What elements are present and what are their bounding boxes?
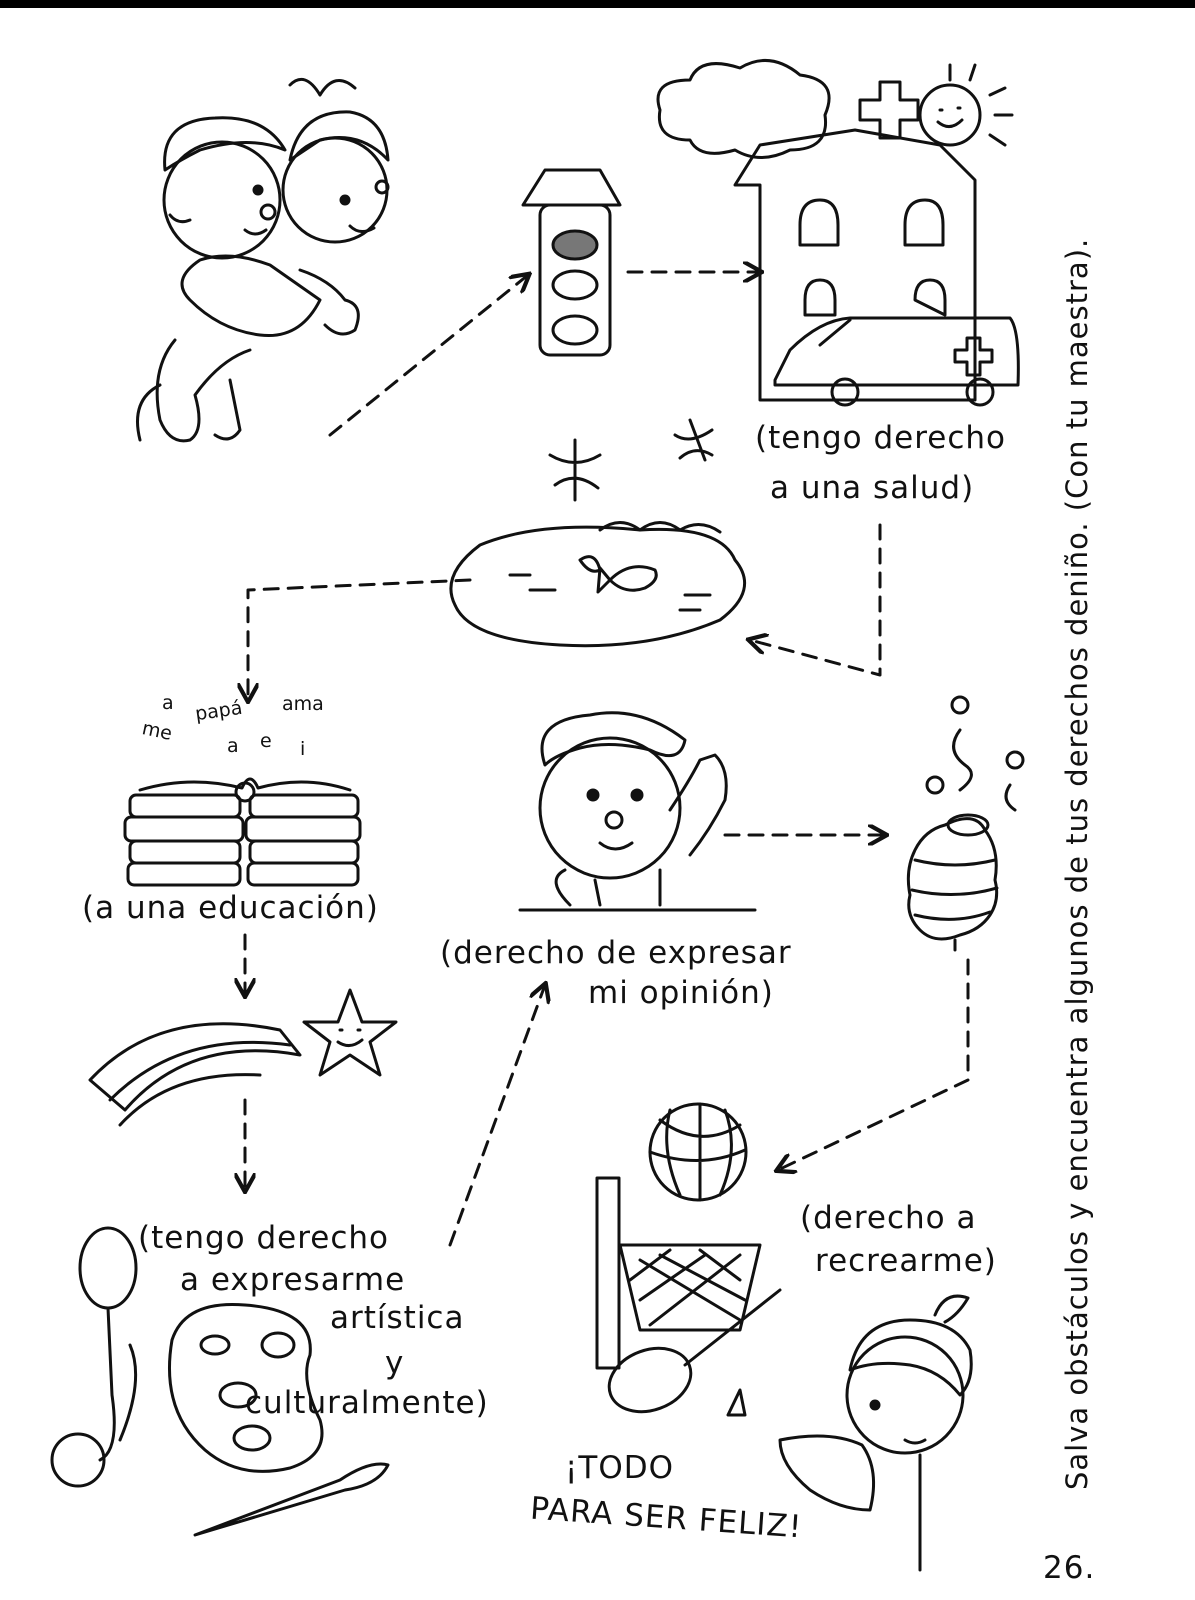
books-illustration (123, 777, 362, 887)
scan-top-edge (0, 0, 1195, 8)
maracas-and-palette-illustration (50, 1226, 390, 1537)
salud-label-line-1: (tengo derecho (755, 420, 1007, 456)
boy-raising-hand-illustration (518, 711, 757, 912)
hospital-illustration (656, 58, 1020, 407)
book-word-1: a (162, 692, 174, 714)
educacion-label: (a una educación) (82, 890, 379, 926)
sports-illustration (595, 1102, 782, 1417)
arrow-beehive-to-sports (778, 958, 970, 1170)
flying-children-illustration (136, 77, 390, 443)
opinion-label-line-2: mi opinión) (588, 975, 774, 1011)
dragonflies-illustration (548, 418, 714, 502)
book-word-3: ama (282, 693, 324, 715)
final-message-line-1: ¡TODO (565, 1450, 675, 1486)
beehive-illustration (906, 695, 1025, 952)
arrow-pond-to-books (248, 578, 472, 700)
recrear-label-line-1: (derecho a (800, 1200, 977, 1236)
book-word-6: e (260, 730, 272, 752)
arte-label-line-4: y (385, 1345, 405, 1381)
arte-label-line-1: (tengo derecho (138, 1220, 390, 1256)
side-instruction-text: Salva obstáculos y encuentra algunos de … (1060, 237, 1094, 1490)
arte-label-line-3: artística (330, 1300, 465, 1336)
arte-label-line-2: a expresarme (180, 1262, 406, 1298)
pond-illustration (449, 521, 746, 648)
arrow-arte-to-opinion (448, 985, 545, 1247)
salud-label-line-2: a una salud) (770, 470, 975, 506)
dashed-path (245, 272, 970, 1247)
book-word-7: i (300, 738, 306, 760)
arrow-children-to-traffic (328, 275, 528, 437)
happy-girl-illustration (778, 1294, 973, 1572)
arte-label-line-5: culturalmente) (245, 1385, 489, 1421)
shooting-star-illustration (88, 988, 398, 1127)
arrow-hospital-to-pond (750, 523, 882, 677)
page-number: 26. (1043, 1550, 1096, 1586)
book-word-5: a (227, 735, 239, 757)
recrear-label-line-2: recrearme) (815, 1243, 997, 1279)
traffic-light-illustration (521, 168, 622, 357)
opinion-label-line-1: (derecho de expresar (440, 935, 792, 971)
